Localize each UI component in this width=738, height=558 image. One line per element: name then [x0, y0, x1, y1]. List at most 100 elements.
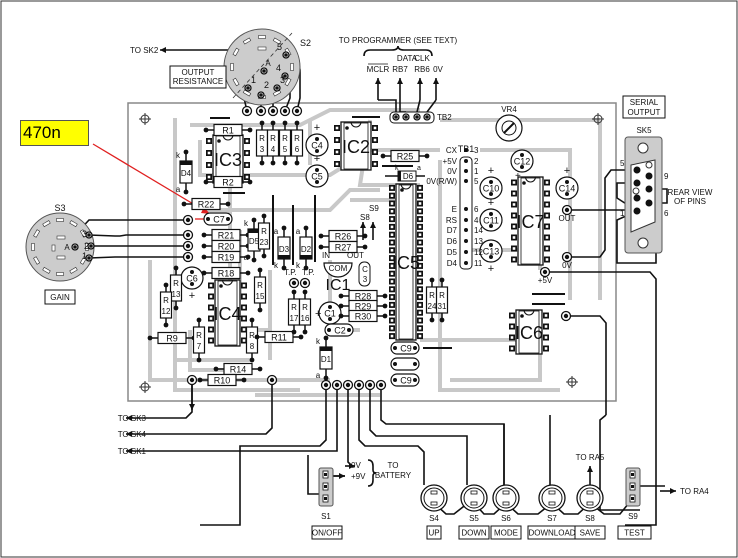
s2-pin-label: 1 [251, 75, 256, 85]
pad [163, 322, 169, 328]
arrow-head [126, 448, 132, 454]
pad [489, 243, 493, 247]
board-pad-dot [269, 377, 275, 383]
output-resistance-line1: OUTPUT [182, 68, 215, 77]
output-resistance-box [169, 65, 227, 89]
board-pad-dot [185, 243, 191, 249]
ic-pin-hole [512, 247, 516, 250]
to-sk3-label: TO SK3 [118, 414, 147, 423]
capacitor-undefined [390, 357, 420, 371]
ic-pin-hole [209, 284, 213, 287]
to-ra5-label: TO RA5 [576, 453, 605, 462]
ic-pin-hole [390, 233, 394, 236]
programmer-title: TO PROGRAMMER (SEE TEXT) [339, 36, 458, 45]
ic-pin-hole [418, 225, 422, 229]
push-button-S5 [460, 484, 488, 512]
ic-pin-hole [545, 181, 549, 184]
arrow-head [433, 78, 439, 84]
ic-pin-hole [418, 264, 422, 268]
resistor-R18 [211, 266, 241, 280]
cathode-mark: k [244, 219, 249, 228]
board-pad-dot [185, 254, 191, 260]
board-pad-dot [189, 377, 195, 383]
cap-label-C9: C9 [400, 376, 412, 386]
board-pad-dot [345, 382, 351, 388]
resistor-R27 [328, 240, 358, 254]
ic-pin-hole [390, 327, 394, 330]
ic-pin-hole [390, 280, 394, 283]
ic-pin-hole [373, 126, 377, 130]
ic-pin-hole [390, 194, 394, 197]
tb1-row-CX: CX [446, 146, 458, 155]
ic2-label: IC2 [342, 137, 370, 157]
ic3-label: IC3 [214, 150, 242, 170]
ic-pin-hole [242, 328, 246, 331]
ic-pin-hole [390, 249, 394, 252]
0v-battery-label: 0V [351, 461, 361, 470]
pad [190, 270, 194, 274]
pad [393, 362, 397, 366]
ic-notch [525, 176, 536, 183]
button-tag [586, 501, 594, 506]
switch-contact [242, 89, 252, 97]
capacitor-C9 [390, 341, 420, 355]
arrow-head [126, 415, 132, 421]
resistor-R13 [169, 274, 183, 302]
s5-ref: S5 [469, 514, 479, 523]
ic-pin-hole [418, 233, 422, 236]
tb1-pin-1: 1 [474, 167, 479, 176]
pad [315, 168, 319, 172]
copper-track [173, 300, 250, 362]
capacitor-C10 [479, 176, 503, 200]
ic-pin-hole [245, 151, 249, 155]
switch-contact [272, 89, 282, 97]
prog-data-label: DATA [397, 54, 418, 63]
switch-contact [69, 220, 78, 228]
pad [201, 243, 207, 249]
resistor-label-R9: R9 [166, 334, 178, 344]
pad [429, 317, 435, 323]
ic-pin-hole [512, 181, 516, 184]
plus-sign: + [314, 153, 320, 165]
switch-contact [79, 256, 87, 265]
ic-pin-hole [418, 319, 422, 322]
out-label: OUT [559, 214, 576, 223]
pad [282, 120, 288, 126]
pin1-dot [520, 314, 524, 318]
tb2-block [389, 111, 435, 124]
prog-clk-label: CLK [414, 54, 430, 63]
pad [382, 293, 388, 299]
plus-sign: + [315, 308, 321, 320]
resistor-label: R [282, 134, 288, 143]
pad [294, 160, 300, 166]
ic1-label: IC1 [326, 277, 351, 294]
resistor-label: 7 [197, 342, 202, 351]
sk5-ref: SK5 [636, 126, 652, 135]
wire [128, 385, 338, 452]
pad [241, 377, 247, 383]
cap-label-C4: C4 [311, 141, 323, 151]
switch-contact [232, 47, 240, 57]
pad [201, 232, 207, 238]
tb1-pin-5: 5 [474, 177, 479, 186]
ic-pin-hole [544, 347, 548, 350]
arrow-head [397, 78, 403, 84]
anode-mark: a [244, 253, 249, 262]
push-button-S8 [576, 484, 604, 512]
ic-pin-hole [510, 314, 514, 317]
capacitor-C7 [203, 212, 233, 226]
push-button-ring [541, 487, 563, 509]
switch-contact [51, 244, 56, 252]
prog-pin-RB6: RB6 [414, 65, 430, 74]
cap-label-C2: C2 [334, 326, 346, 336]
board-pad-dot [563, 313, 569, 319]
switch-contact [56, 255, 66, 260]
pad [429, 277, 435, 283]
ic-notch [350, 121, 362, 128]
resistor-label-R21: R21 [218, 231, 235, 241]
copper-track [205, 188, 380, 212]
pad [520, 165, 524, 169]
pad [302, 289, 308, 295]
s8-ref: S8 [585, 514, 595, 523]
resistor-label-R19: R19 [218, 253, 235, 263]
